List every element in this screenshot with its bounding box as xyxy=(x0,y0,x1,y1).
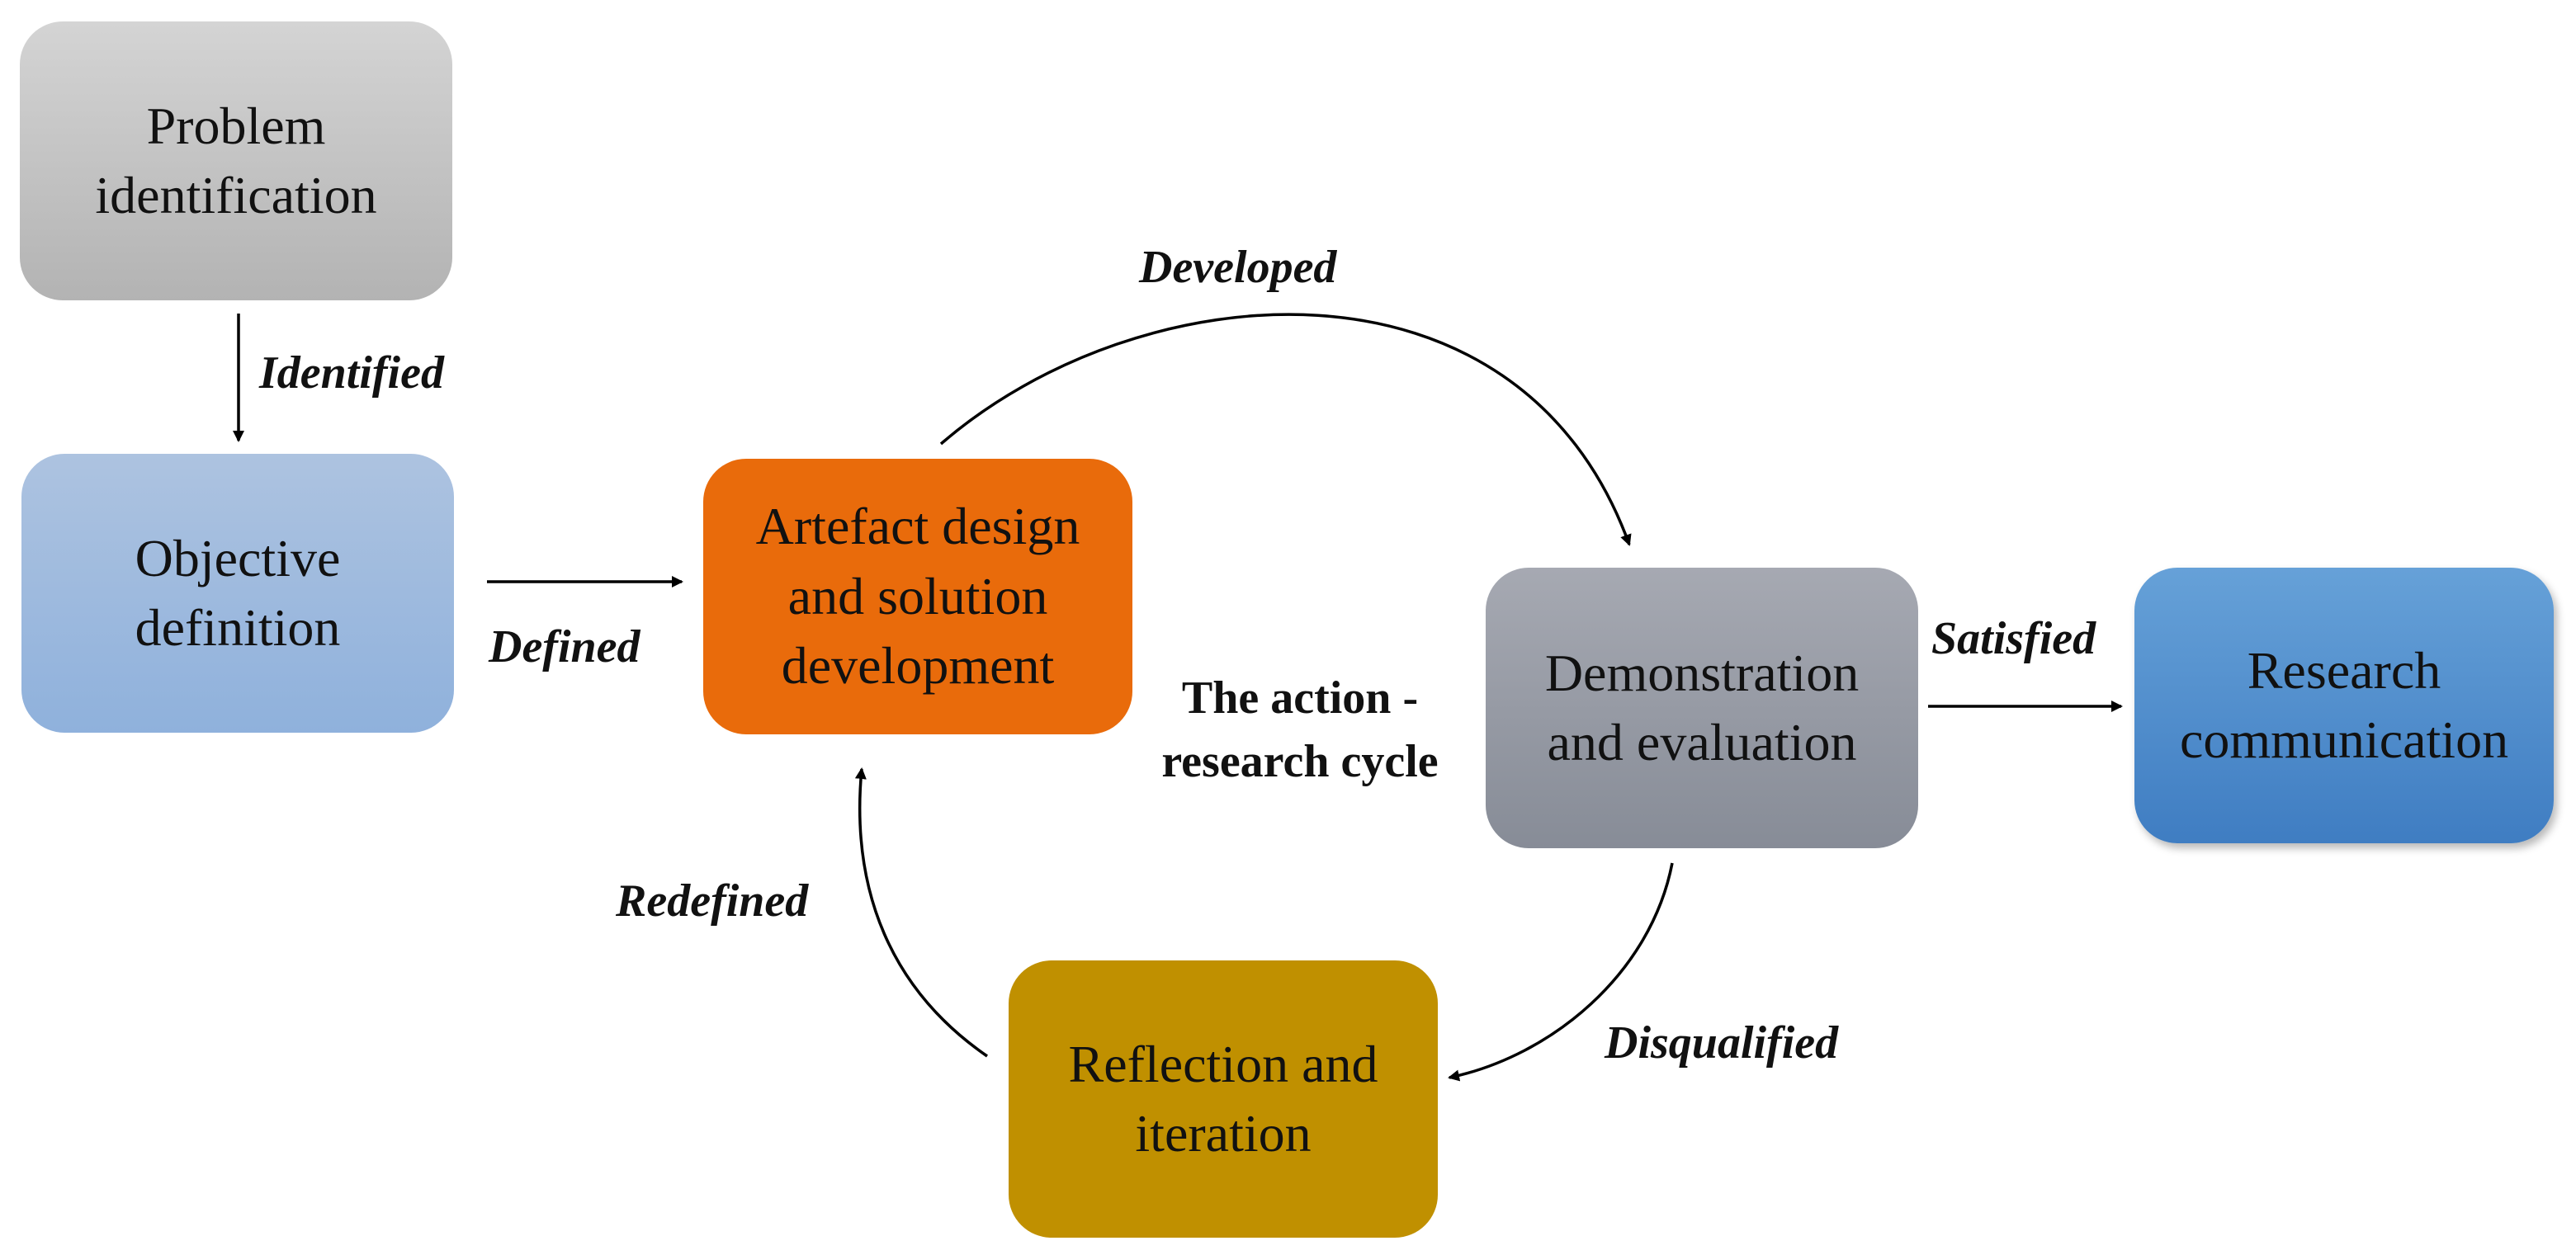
disqualified-label: Disqualified xyxy=(1605,1017,1839,1069)
satisfied-label: Satisfied xyxy=(1931,613,2096,664)
demonstration-evaluation-box: Demonstration and evaluation xyxy=(1486,568,1918,848)
reflection-iteration-label: Reflection and iteration xyxy=(1068,1034,1378,1163)
action-research-cycle-caption: The action - research cycle xyxy=(1161,672,1439,788)
redefined-label: Redefined xyxy=(616,875,809,927)
artefact-design-label: Artefact design and solution development xyxy=(755,497,1080,696)
arrow-disqualified xyxy=(1448,862,1674,1082)
problem-identification-box: Problem identification xyxy=(20,21,452,300)
problem-identification-label: Problem identification xyxy=(95,96,377,224)
artefact-design-box: Artefact design and solution development xyxy=(703,459,1132,734)
arrow-developed xyxy=(939,313,1632,546)
research-communication-box: Research communication xyxy=(2134,568,2554,843)
objective-definition-label: Objective definition xyxy=(135,528,341,657)
objective-definition-box: Objective definition xyxy=(21,454,454,733)
research-communication-label: Research communication xyxy=(2179,640,2509,769)
demonstration-evaluation-label: Demonstration and evaluation xyxy=(1544,643,1860,771)
identified-label: Identified xyxy=(259,347,444,399)
reflection-iteration-box: Reflection and iteration xyxy=(1009,960,1438,1238)
defined-label: Defined xyxy=(489,621,640,672)
developed-label: Developed xyxy=(1139,242,1337,293)
arrow-redefined xyxy=(854,767,988,1058)
